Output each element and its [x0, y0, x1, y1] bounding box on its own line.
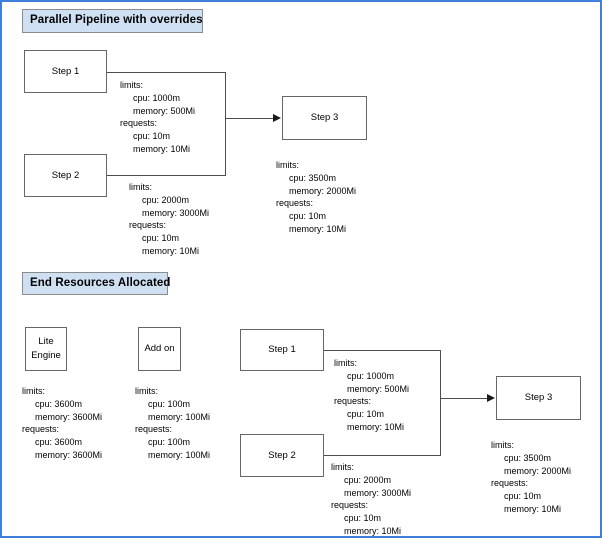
requests-label: requests:: [120, 118, 158, 129]
connector-top-step1-to-bus: [107, 72, 226, 73]
node-label: Step 2: [268, 449, 296, 461]
node-top-step-2[interactable]: Step 2: [24, 154, 107, 197]
limits-cpu: cpu: 2000m: [344, 474, 392, 485]
node-label: Step 3: [524, 392, 553, 404]
connector-top-bus-to-step3: [225, 118, 274, 119]
limits-cpu: cpu: 100m: [148, 398, 191, 409]
limits-memory: memory: 2000Mi: [289, 185, 357, 196]
node-label: Step 1: [268, 344, 296, 356]
node-label: Step 2: [51, 169, 80, 181]
connector-top-merge-bus: [225, 72, 226, 176]
requests-label: requests:: [491, 478, 529, 489]
requests-cpu: cpu: 10m: [504, 491, 542, 502]
limits-memory: memory: 3000Mi: [142, 207, 210, 218]
limits-cpu: cpu: 2000m: [142, 194, 190, 205]
requests-memory: memory: 10Mi: [504, 503, 562, 514]
requests-cpu: cpu: 10m: [347, 409, 385, 420]
requests-memory: memory: 10Mi: [142, 245, 200, 256]
limits-label: limits:: [22, 386, 45, 396]
limits-cpu: cpu: 1000m: [133, 92, 181, 103]
requests-cpu: cpu: 10m: [344, 513, 382, 524]
section-title-parallel-pipeline: Parallel Pipeline with overrides: [22, 9, 203, 33]
requests-memory: memory: 10Mi: [289, 223, 347, 234]
requests-cpu: cpu: 10m: [133, 131, 171, 142]
resources-bottom-step-2: limits: cpu: 2000m memory: 3000Mi reques…: [331, 461, 412, 536]
limits-cpu: cpu: 3600m: [35, 398, 83, 409]
limits-memory: memory: 500Mi: [133, 105, 196, 116]
limits-memory: memory: 3000Mi: [344, 487, 412, 498]
node-label: Add on: [144, 343, 175, 355]
requests-memory: memory: 100Mi: [148, 449, 211, 460]
requests-cpu: cpu: 100m: [148, 437, 191, 448]
node-bottom-step-1[interactable]: Step 1: [240, 329, 324, 371]
requests-label: requests:: [22, 424, 60, 435]
requests-label: requests:: [331, 500, 369, 511]
limits-cpu: cpu: 3500m: [504, 452, 552, 463]
requests-memory: memory: 10Mi: [344, 525, 402, 536]
node-label: Step 1: [51, 65, 80, 77]
resources-top-step-2: limits: cpu: 2000m memory: 3000Mi reques…: [129, 181, 209, 258]
node-bottom-step-2[interactable]: Step 2: [240, 434, 324, 477]
requests-memory: memory: 10Mi: [347, 421, 405, 432]
connector-bottom-step1-to-bus: [324, 350, 441, 351]
connector-top-step2-to-bus: [107, 175, 226, 176]
connector-bottom-merge-bus: [440, 350, 441, 456]
requests-cpu: cpu: 10m: [289, 211, 327, 222]
limits-cpu: cpu: 3500m: [289, 172, 337, 183]
limits-label: limits:: [135, 386, 158, 396]
requests-label: requests:: [129, 220, 167, 231]
arrowhead-bottom-step3: [487, 394, 495, 402]
resources-lite-engine: limits: cpu: 3600m memory: 3600Mi reques…: [22, 385, 102, 462]
limits-memory: memory: 100Mi: [148, 411, 211, 422]
requests-cpu: cpu: 10m: [142, 233, 180, 244]
limits-cpu: cpu: 1000m: [347, 370, 395, 381]
limits-label: limits:: [491, 440, 514, 450]
connector-bottom-step2-to-bus: [324, 455, 441, 456]
node-label: Step 3: [310, 112, 339, 124]
connector-bottom-bus-to-step3: [440, 398, 488, 399]
limits-label: limits:: [331, 462, 354, 472]
limits-memory: memory: 2000Mi: [504, 465, 572, 476]
resources-bottom-step-1: limits: cpu: 1000m memory: 500Mi request…: [334, 357, 409, 434]
resources-bottom-step-3: limits: cpu: 3500m memory: 2000Mi reques…: [491, 439, 571, 516]
resources-add-on: limits: cpu: 100m memory: 100Mi requests…: [135, 385, 210, 462]
requests-cpu: cpu: 3600m: [35, 437, 83, 448]
node-lite-engine[interactable]: Lite Engine: [25, 327, 67, 371]
section-title-end-resources: End Resources Allocated: [22, 272, 170, 295]
limits-label: limits:: [334, 358, 357, 368]
limits-label: limits:: [129, 182, 152, 192]
node-bottom-step-3[interactable]: Step 3: [496, 376, 581, 420]
requests-label: requests:: [135, 424, 173, 435]
limits-label: limits:: [120, 80, 143, 90]
resources-top-step-1: limits: cpu: 1000m memory: 500Mi request…: [120, 79, 195, 156]
requests-memory: memory: 10Mi: [133, 143, 191, 154]
node-label-line-1: Lite: [38, 336, 54, 348]
requests-label: requests:: [276, 198, 314, 209]
node-top-step-3[interactable]: Step 3: [282, 96, 367, 140]
node-add-on[interactable]: Add on: [138, 327, 181, 371]
limits-label: limits:: [276, 160, 299, 170]
limits-memory: memory: 3600Mi: [35, 411, 103, 422]
resources-top-step-3: limits: cpu: 3500m memory: 2000Mi reques…: [276, 159, 356, 236]
node-label-line-2: Engine: [31, 350, 61, 361]
node-top-step-1[interactable]: Step 1: [24, 50, 107, 93]
arrowhead-top-step3: [273, 114, 281, 122]
requests-label: requests:: [334, 396, 372, 407]
limits-memory: memory: 500Mi: [347, 383, 410, 394]
requests-memory: memory: 3600Mi: [35, 449, 103, 460]
